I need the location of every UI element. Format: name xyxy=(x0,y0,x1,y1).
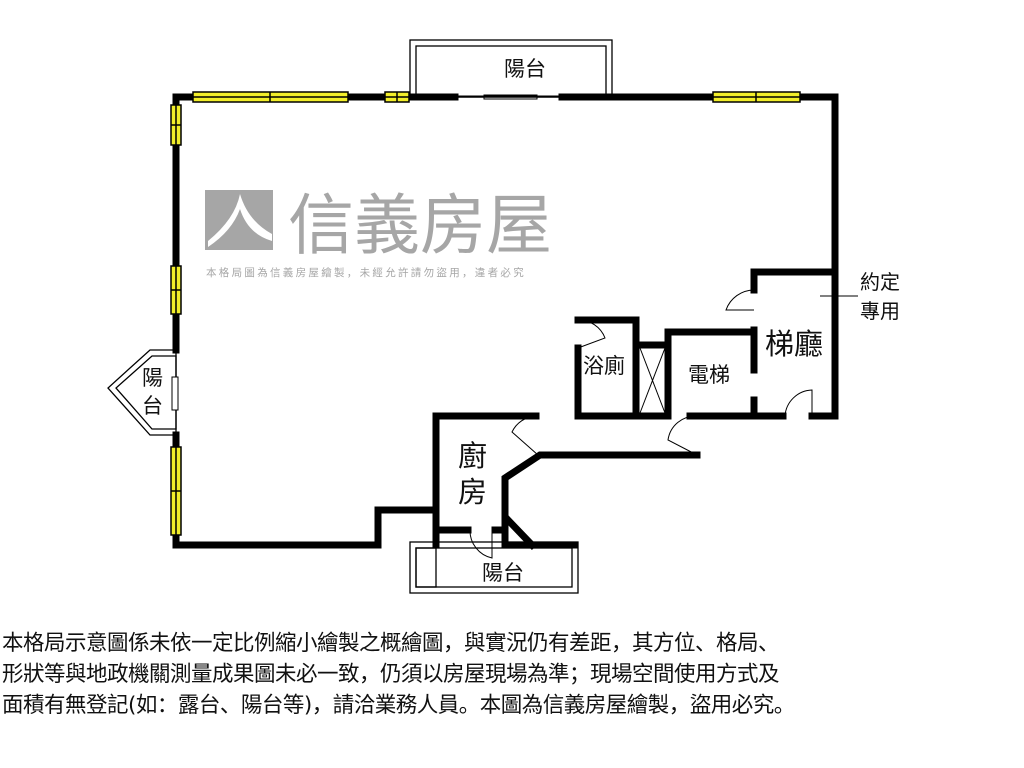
room-label-balcony-left-1: 陽 xyxy=(142,366,163,390)
watermark: 信義房屋 本格局圖為信義房屋繪製，未經允許請勿盜用，違者必究 xyxy=(205,187,552,279)
watermark-subtext: 本格局圖為信義房屋繪製，未經允許請勿盜用，違者必究 xyxy=(206,266,526,279)
disclaimer-line: 本格局示意圖係未依一定比例縮小繪製之概繪圖，與實況仍有差距，其方位、格局、 xyxy=(2,631,780,656)
elevator-shaft-cross xyxy=(639,347,666,414)
floor-plan: 信義房屋 本格局圖為信義房屋繪製，未經允許請勿盜用，違者必究 xyxy=(107,39,900,594)
walls xyxy=(172,93,839,550)
room-label-elevator: 電梯 xyxy=(688,363,730,387)
disclaimer-line: 形狀等與地政機關測量成果圖未必一致，仍須以房屋現場為準；現場空間使用方式及 xyxy=(2,662,780,687)
balcony-outlines xyxy=(107,39,613,594)
room-label-lobby: 梯廳 xyxy=(765,327,823,361)
sliding-door xyxy=(455,94,562,100)
reserved-label-1: 約定 xyxy=(860,270,900,294)
disclaimer-line: 面積有無登記(如：露台、陽台等)，請洽業務人員。本圖為信義房屋繪製，盜用必究。 xyxy=(2,693,795,718)
reserved-label-2: 專用 xyxy=(860,299,900,323)
watermark-brand: 信義房屋 xyxy=(288,187,552,264)
room-label-balcony-left-2: 台 xyxy=(142,394,163,418)
room-label-bathroom: 浴廁 xyxy=(583,354,625,378)
room-label-kitchen-2: 房 xyxy=(458,475,487,509)
room-label-balcony-bottom: 陽台 xyxy=(482,561,524,585)
disclaimer: 本格局示意圖係未依一定比例縮小繪製之概繪圖，與實況仍有差距，其方位、格局、 形狀… xyxy=(2,628,1022,721)
balcony-door-panel xyxy=(171,376,179,411)
door-swings xyxy=(469,289,813,559)
room-label-balcony-top: 陽台 xyxy=(504,57,546,81)
windows xyxy=(170,91,801,536)
room-label-kitchen-1: 廚 xyxy=(458,439,487,473)
